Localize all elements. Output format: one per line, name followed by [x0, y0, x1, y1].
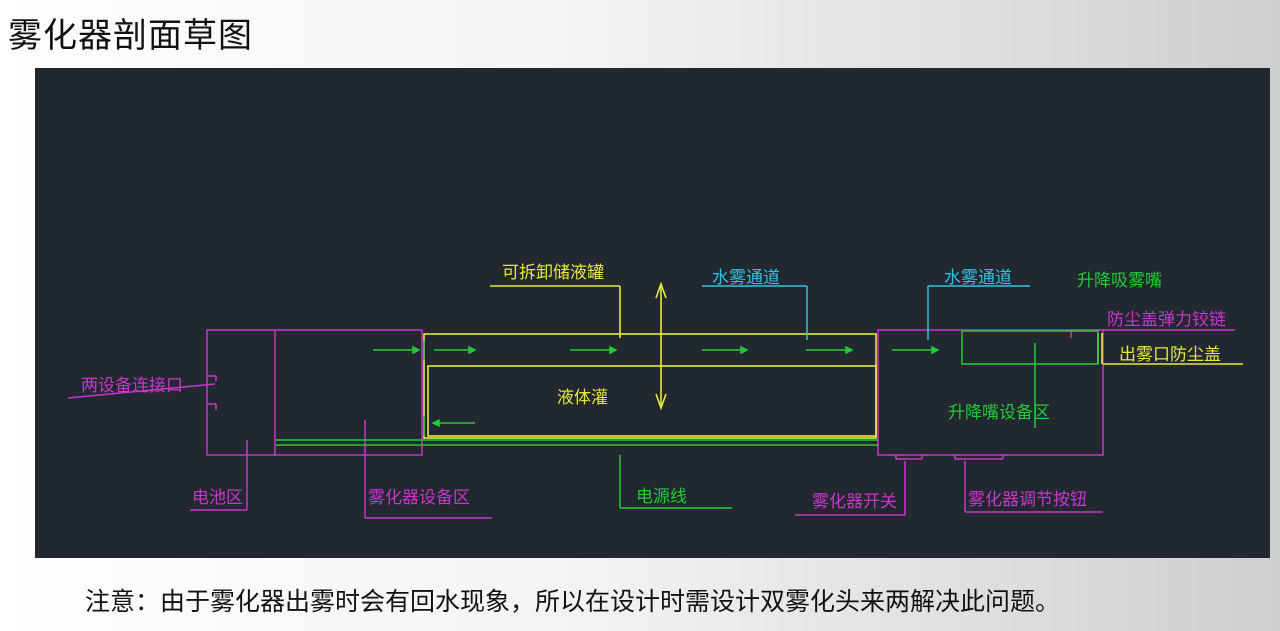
- label-mist-channel-1: 水雾通道: [712, 268, 780, 288]
- label-lift-suction-nozzle: 升降吸雾嘴: [1077, 271, 1162, 291]
- label-atomizer-switch: 雾化器开关: [812, 492, 897, 512]
- label-outlet-dust-cover: 出雾口防尘盖: [1119, 345, 1221, 365]
- atomizer-body-outline: [206, 329, 423, 456]
- nozzle-area-outline: [877, 329, 1104, 456]
- design-note: 注意：由于雾化器出雾时会有回水现象，所以在设计时需设计双雾化头来两解决此问题。: [85, 587, 1061, 616]
- label-dust-cover-hinge: 防尘盖弹力铰链: [1107, 310, 1226, 330]
- mist-channel-leaders: [702, 285, 1030, 340]
- atomizer-section-diagram: 可拆卸储液罐 水雾通道 水雾通道 升降吸雾嘴 防尘盖弹力铰链 出雾口防尘盖 两设…: [67, 263, 1243, 519]
- label-liquid-tank: 液体灌: [557, 388, 608, 408]
- label-adjust-knob: 雾化器调节按钮: [968, 490, 1087, 510]
- liquid-tank: [427, 365, 877, 437]
- label-atomizer-area: 雾化器设备区: [368, 488, 470, 508]
- lift-nozzle-chamber: [961, 330, 1099, 365]
- liquid-tank-shapes: [423, 281, 1243, 439]
- device-outline: [67, 329, 1235, 519]
- leader-connection-port: [67, 383, 216, 399]
- flow-arrows: [373, 345, 940, 428]
- page-title: 雾化器剖面草图: [8, 16, 253, 56]
- label-mist-channel-2: 水雾通道: [944, 268, 1012, 288]
- label-nozzle-area: 升降嘴设备区: [948, 403, 1050, 423]
- label-connection-port: 两设备连接口: [81, 376, 183, 396]
- label-detachable-tank: 可拆卸储液罐: [502, 263, 604, 283]
- green-lines: [276, 330, 1099, 509]
- diagram-panel: 可拆卸储液罐 水雾通道 水雾通道 升降吸雾嘴 防尘盖弹力铰链 出雾口防尘盖 两设…: [35, 68, 1270, 558]
- label-battery-area: 电池区: [192, 488, 243, 508]
- label-power-line: 电源线: [636, 487, 687, 507]
